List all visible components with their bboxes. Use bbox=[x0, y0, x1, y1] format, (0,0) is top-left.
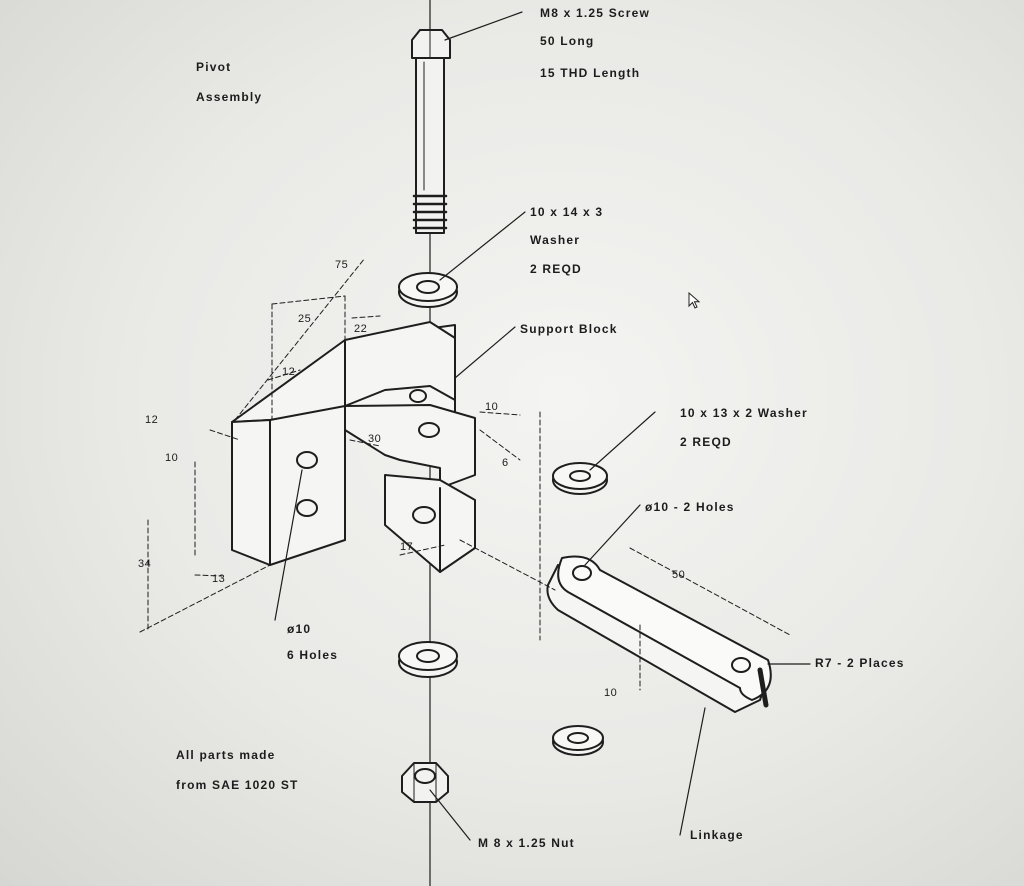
dim-30: 30 bbox=[368, 433, 382, 445]
block-holes-label-line1: ø10 bbox=[287, 622, 312, 636]
linkage-label: Linkage bbox=[690, 828, 744, 842]
block-holes bbox=[296, 389, 440, 524]
support-block bbox=[231, 321, 476, 573]
washer-mid-label-line2: 2 REQD bbox=[680, 435, 732, 449]
dim-25: 25 bbox=[298, 313, 312, 325]
washer-mid-label-line1: 10 x 13 x 2 Washer bbox=[680, 406, 808, 420]
washer-top-label-line3: 2 REQD bbox=[530, 262, 582, 276]
title-line2: Assembly bbox=[196, 90, 263, 104]
material-note-line2: from SAE 1020 ST bbox=[176, 778, 299, 792]
dim-22: 22 bbox=[354, 323, 368, 335]
material-note-line1: All parts made bbox=[176, 748, 276, 762]
dim-17: 17 bbox=[400, 541, 414, 553]
dim-10-left: 10 bbox=[165, 452, 179, 464]
washer-lower bbox=[552, 725, 604, 756]
dim-12-top: 12 bbox=[282, 366, 296, 378]
support-block-label: Support Block bbox=[520, 322, 618, 336]
screw bbox=[411, 29, 451, 234]
washer-top-label-line2: Washer bbox=[530, 233, 581, 247]
washer-top-label-line1: 10 x 14 x 3 bbox=[530, 205, 604, 219]
screw-label-line2: 50 Long bbox=[540, 34, 595, 48]
dim-12-left: 12 bbox=[145, 414, 159, 426]
radius-label: R7 - 2 Places bbox=[815, 656, 905, 670]
dim-10-linkage: 10 bbox=[604, 687, 618, 699]
washer-top bbox=[398, 272, 458, 308]
dimension-lines bbox=[139, 257, 791, 691]
nut-label: M 8 x 1.25 Nut bbox=[478, 836, 575, 850]
dim-10-slot: 10 bbox=[485, 401, 499, 413]
linkage-holes-label: ø10 - 2 Holes bbox=[645, 500, 735, 514]
mouse-cursor-icon bbox=[688, 292, 701, 309]
leader-lines bbox=[274, 11, 811, 841]
washer-bottom bbox=[398, 641, 458, 678]
dim-50: 50 bbox=[672, 569, 686, 581]
block-holes-label-line2: 6 Holes bbox=[287, 648, 339, 662]
dim-6: 6 bbox=[502, 457, 509, 469]
dim-13: 13 bbox=[212, 573, 226, 585]
dim-75: 75 bbox=[335, 259, 349, 271]
screw-label-line1: M8 x 1.25 Screw bbox=[540, 6, 651, 20]
linkage bbox=[546, 555, 772, 713]
washer-middle bbox=[552, 462, 608, 495]
title-line1: Pivot bbox=[196, 60, 232, 74]
dim-34: 34 bbox=[138, 558, 152, 570]
screw-label-line3: 15 THD Length bbox=[540, 66, 641, 80]
nut bbox=[401, 762, 449, 803]
